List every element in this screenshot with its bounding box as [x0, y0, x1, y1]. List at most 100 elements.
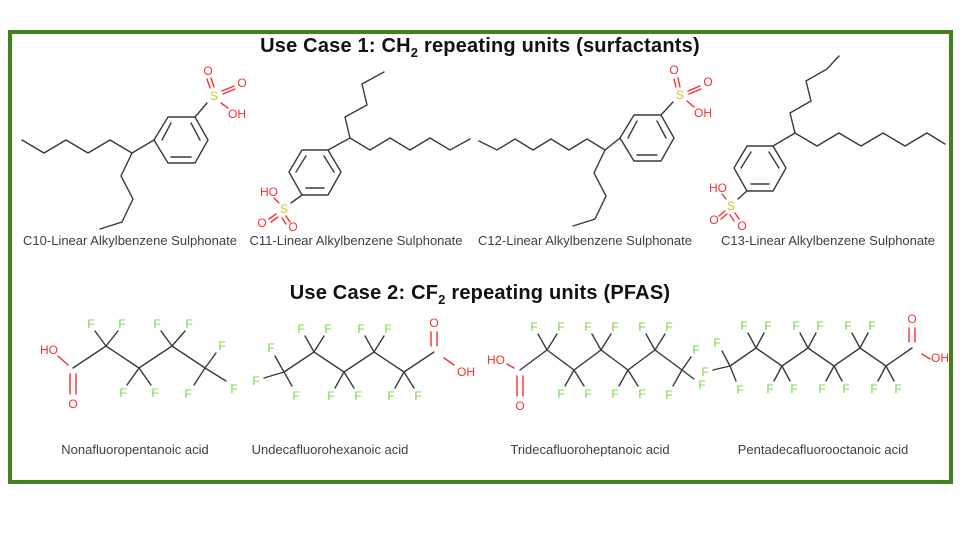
carbon-backbone — [729, 347, 913, 367]
hydroxyl-label: HO — [487, 353, 505, 367]
sulfur-label: S — [280, 202, 288, 216]
caption-tridecafluoroheptanoic: Tridecafluoroheptanoic acid — [510, 442, 670, 457]
fluorine-label: F — [868, 319, 875, 333]
molecule-tridecafluoroheptanoic-structure: HO O F F F F F F F F F F F F F — [487, 320, 706, 413]
fluorine-label: F — [252, 374, 259, 388]
carbon-backbone — [519, 349, 683, 371]
sulfonate-group: S O O OH — [194, 64, 247, 121]
fluorine-label: F — [267, 341, 274, 355]
benzene-ring — [619, 114, 675, 162]
caption-c11-las: C11-Linear Alkylbenzene Sulphonate — [249, 233, 463, 248]
fluorine-label: F — [844, 319, 851, 333]
fluorine-label: F — [740, 319, 747, 333]
fluorine-label: F — [151, 386, 158, 400]
fluorine-label: F — [713, 336, 720, 350]
fluorine-label: F — [297, 322, 304, 336]
fluorine-label: F — [557, 387, 564, 401]
oxygen-label: O — [737, 219, 746, 233]
molecule-c13-las-structure: S HO O O — [709, 55, 946, 233]
fluorine-label: F — [766, 382, 773, 396]
sulfonate-group: S HO O O — [257, 185, 303, 234]
carbon-backbone — [72, 345, 206, 369]
fluorine-label: F — [665, 388, 672, 402]
oxygen-label: O — [288, 220, 297, 234]
fluorine-label: F — [665, 320, 672, 334]
hydroxyl-label: HO — [709, 181, 727, 195]
sulfur-label: S — [676, 88, 684, 102]
alkyl-chain — [772, 55, 946, 147]
fluorine-label: F — [764, 319, 771, 333]
alkyl-chain — [21, 139, 155, 230]
oxygen-label: O — [703, 75, 712, 89]
fluorine-label: F — [414, 389, 421, 403]
caption-c12-las: C12-Linear Alkylbenzene Sulphonate — [478, 233, 692, 248]
subscript-2: 2 — [410, 45, 419, 60]
fluorine-label: F — [185, 317, 192, 331]
title-text-part: repeating units (surfactants) — [418, 35, 700, 57]
benzene-ring — [153, 116, 209, 164]
fluorine-label: F — [792, 319, 799, 333]
fluorine-label: F — [611, 387, 618, 401]
alkyl-chain — [478, 137, 621, 227]
fluorine-label: F — [87, 317, 94, 331]
fluorine-label: F — [584, 387, 591, 401]
fluorine-label: F — [119, 386, 126, 400]
hydroxyl-label: OH — [457, 365, 475, 379]
fluorine-label: F — [384, 322, 391, 336]
fluorine-label: F — [584, 320, 591, 334]
molecule-c12-las-structure: S O O OH — [478, 63, 713, 227]
title-text-part: Use Case 2: CF — [289, 282, 439, 304]
oxygen-label: O — [709, 213, 718, 227]
oxygen-label: O — [237, 76, 246, 90]
caption-nonafluoropentanoic: Nonafluoropentanoic acid — [61, 442, 209, 457]
title-text-part: repeating units (PFAS) — [445, 282, 671, 304]
oxygen-label: O — [203, 64, 212, 78]
fluorine-bonds — [712, 332, 895, 382]
fluorine-label: F — [153, 317, 160, 331]
fluorine-label: F — [118, 317, 125, 331]
molecule-c11-las-structure: S HO O O — [257, 71, 471, 234]
hydroxyl-label: HO — [260, 185, 278, 199]
caption-pentadecafluorooctanoic: Pentadecafluorooctanoic acid — [737, 442, 909, 457]
hydroxyl-label: OH — [228, 107, 246, 121]
molecule-c10-las-structure: S O O OH — [21, 64, 247, 230]
sulfonate-group: S O O OH — [660, 63, 713, 120]
caption-c10-las: C10-Linear Alkylbenzene Sulphonate — [23, 233, 237, 248]
fluorine-label: F — [870, 382, 877, 396]
fluorine-label: F — [184, 387, 191, 401]
oxygen-label: O — [429, 316, 438, 330]
fluorine-label: F — [292, 389, 299, 403]
fluorine-labels: F F F F F F F F F F F F F F F — [701, 319, 901, 397]
caption-c13-las: C13-Linear Alkylbenzene Sulphonate — [721, 233, 935, 248]
hydroxyl-label: OH — [931, 351, 949, 365]
carbon-backbone — [283, 351, 435, 373]
fluorine-label: F — [818, 382, 825, 396]
fluorine-label: F — [387, 389, 394, 403]
fluorine-labels: F F F F F F F F F — [87, 317, 237, 401]
molecule-pentadecafluorooctanoic-structure: F F F F F F F F F F F F F F F O OH — [701, 312, 949, 397]
sulfur-label: S — [210, 89, 218, 103]
fluorine-label: F — [842, 382, 849, 396]
fluorine-label: F — [611, 320, 618, 334]
fluorine-label: F — [557, 320, 564, 334]
carboxyl-group: O OH — [907, 312, 949, 365]
fluorine-bonds — [263, 335, 415, 389]
oxygen-label: O — [907, 312, 916, 326]
fluorine-labels: F F F F F F F F F F F — [252, 322, 421, 403]
molecule-nonafluoropentanoic-structure: HO O F F F F F F F F F — [40, 317, 238, 411]
fluorine-label: F — [638, 320, 645, 334]
fluorine-label: F — [894, 382, 901, 396]
fluorine-label: F — [324, 322, 331, 336]
molecule-undecafluorohexanoic-structure: F F F F F F F F F F F O OH — [252, 316, 475, 403]
sulfonate-group: S HO O O — [709, 181, 748, 233]
fluorine-label: F — [701, 365, 708, 379]
slide-border-frame — [8, 30, 953, 484]
fluorine-label: F — [230, 382, 237, 396]
fluorine-bonds — [94, 330, 227, 386]
oxygen-label: O — [68, 397, 77, 411]
oxygen-label: O — [515, 399, 524, 413]
fluorine-label: F — [530, 320, 537, 334]
fluorine-label: F — [638, 387, 645, 401]
oxygen-label: O — [669, 63, 678, 77]
